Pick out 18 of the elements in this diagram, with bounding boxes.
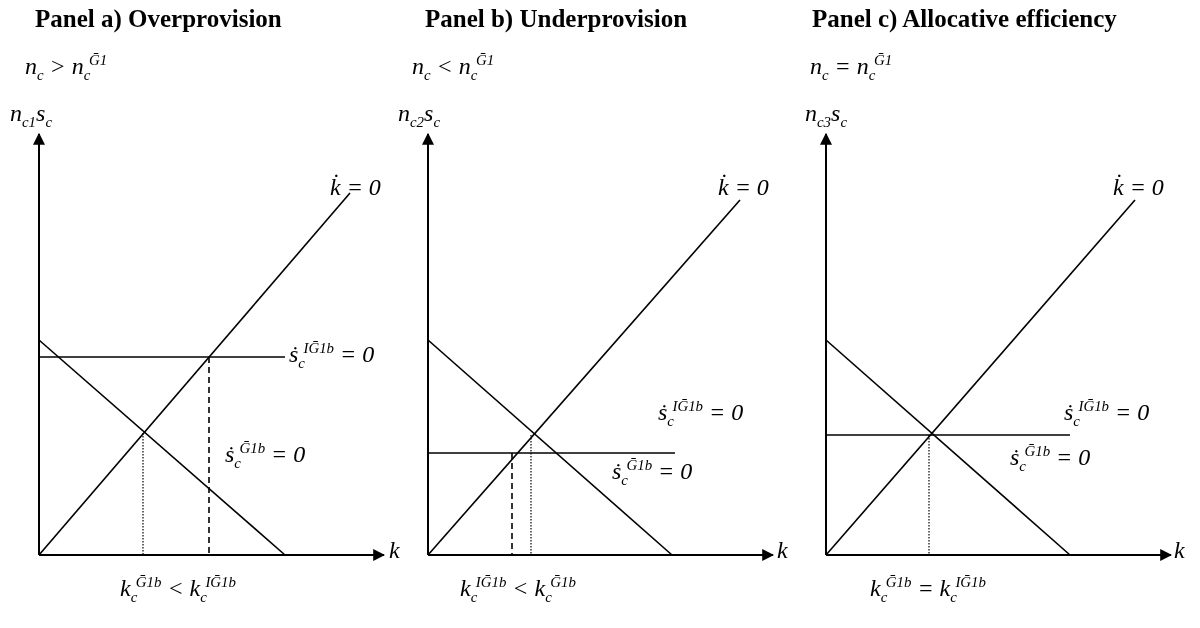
axis-label: k	[389, 537, 400, 564]
axis-label: n$_{c2}$s$_{c}$	[398, 100, 440, 131]
axis-label: k	[1174, 537, 1185, 564]
curve-label: ṡ$_{c}$$^{Ḡ1b}$ = 0	[1010, 443, 1091, 475]
curve-label: ṡ$_{c}$$^{IḠ1b}$ = 0	[1064, 398, 1150, 430]
curve-label: ṡ$_{c}$$^{IḠ1b}$ = 0	[289, 340, 375, 372]
curve-label: k̇ = 0	[718, 174, 769, 201]
curve-label: ṡ$_{c}$$^{Ḡ1b}$ = 0	[612, 457, 693, 489]
axis-label: n$_{c3}$s$_{c}$	[805, 100, 847, 131]
axis-label: n$_{c1}$s$_{c}$	[10, 100, 52, 131]
panel-title: Panel a) Overprovision	[35, 5, 282, 33]
curve-label: k̇ = 0	[330, 174, 381, 201]
panel-title: Panel b) Underprovision	[425, 5, 688, 33]
curve-label: ṡ$_{c}$$^{IḠ1b}$ = 0	[658, 398, 744, 430]
axis-label: k	[777, 537, 788, 564]
panel-title: Panel c) Allocative efficiency	[812, 5, 1117, 33]
curve-label: k̇ = 0	[1113, 174, 1164, 201]
curve-label: ṡ$_{c}$$^{Ḡ1b}$ = 0	[225, 440, 306, 472]
